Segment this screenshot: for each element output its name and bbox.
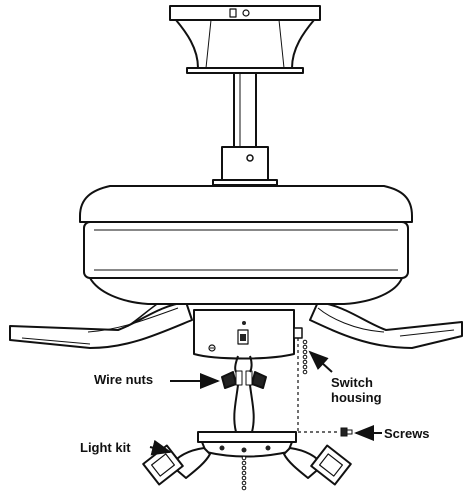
wiring [233,355,255,433]
switch-housing [193,309,303,360]
light-kit-fitter [197,431,297,458]
wire-nuts [221,370,267,389]
wire-nuts-label: Wire nuts [94,372,154,387]
motor-housing [79,185,413,305]
ceiling-canopy [169,5,321,74]
lamp-holder-left [142,444,211,486]
pull-chain-light [241,455,247,491]
fan-blade-left [9,301,193,349]
screws-label: Screws [384,426,430,441]
screw-icon [340,427,353,437]
switch-housing-arrow-icon [308,350,333,373]
downrod [212,72,278,186]
fan-blade-right [309,301,463,349]
switch-housing-label: Switch housing [331,375,382,405]
guide-lines [297,338,340,433]
light-kit-arrow-icon [149,439,172,456]
callout-arrows [149,350,382,456]
lamp-holder-right [283,444,352,486]
light-kit-label: Light kit [80,440,131,455]
pull-chain-switch [302,339,308,375]
